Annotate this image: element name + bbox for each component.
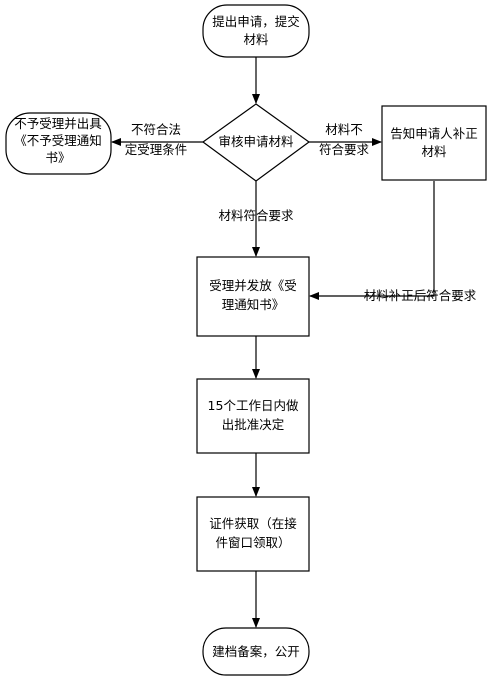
node-reject: 不予受理并出具 《不予受理通知 书》 <box>5 112 112 175</box>
node-submit-line1: 提出申请，提交 <box>212 14 300 29</box>
node-collect-line1: 证件获取（在接 <box>209 516 297 531</box>
label-meets: 材料符合要求 <box>218 208 294 223</box>
node-accept-line1: 受理并发放《受 <box>209 278 297 293</box>
node-decide: 15个工作日内做 出批准决定 <box>196 378 310 454</box>
node-notify-line2: 材料 <box>421 144 447 159</box>
label-not-meet-line1: 材料不 <box>325 122 363 137</box>
node-accept-line2: 理通知书》 <box>222 297 285 312</box>
label-corrected: 材料补正后符合要求 <box>364 288 477 303</box>
node-reject-line1: 不予受理并出具 <box>14 116 102 131</box>
node-collect: 证件获取（在接 件窗口领取） <box>196 496 310 572</box>
node-collect-line2: 件窗口领取） <box>215 535 290 550</box>
node-notify: 告知申请人补正 材料 <box>381 105 487 181</box>
node-submit-line2: 材料 <box>243 32 269 47</box>
node-submit: 提出申请，提交 材料 <box>202 4 310 58</box>
label-not-meet-line2: 符合要求 <box>319 142 370 157</box>
label-not-legal-line2: 定受理条件 <box>125 142 188 157</box>
node-decide-line1: 15个工作日内做 <box>208 398 299 413</box>
node-accept: 受理并发放《受 理通知书》 <box>196 256 310 337</box>
node-reject-line3: 书》 <box>45 150 70 165</box>
edge-notify-to-accept <box>309 181 435 300</box>
node-reject-line2: 《不予受理通知 <box>14 133 102 148</box>
node-archive: 建档备案，公开 <box>202 627 310 676</box>
node-notify-line1: 告知申请人补正 <box>390 126 478 141</box>
node-decide-line2: 出批准决定 <box>222 417 285 432</box>
node-review-line1: 审核申请材料 <box>218 134 294 149</box>
node-review: 审核申请材料 <box>201 103 311 182</box>
node-archive-line1: 建档备案，公开 <box>212 644 300 659</box>
label-not-legal-line1: 不符合法 <box>131 122 181 137</box>
